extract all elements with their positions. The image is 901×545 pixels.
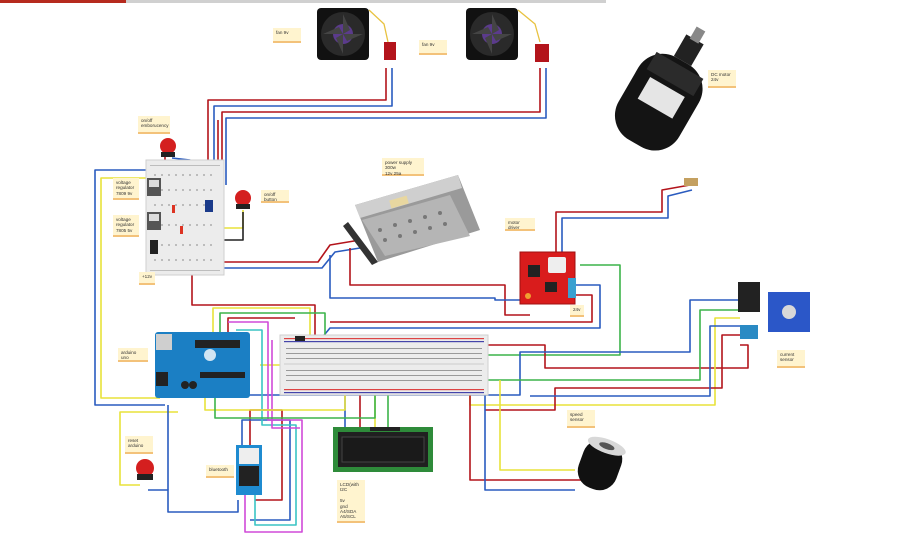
power-supply <box>343 175 480 265</box>
top-bar-gray <box>126 0 606 3</box>
lcd-display <box>333 427 433 472</box>
wire-fan-right-blue <box>225 68 547 185</box>
label-on-off-emergency: on/off emborucency <box>138 116 170 134</box>
breadboard-main <box>279 334 489 396</box>
arduino-uno <box>155 332 250 398</box>
wire-cs-red-2 <box>485 334 742 411</box>
motor-driver <box>519 251 576 305</box>
label-reset-arduino: reset arduino <box>125 436 153 454</box>
fan-left <box>317 8 396 60</box>
wire-motor-red <box>555 184 691 255</box>
label-current-sensor: current sensor <box>777 350 805 368</box>
wire-ps-red-down <box>191 262 316 335</box>
wire-cs-green <box>380 309 740 381</box>
wire-bb-red-ps <box>150 239 361 263</box>
on-off-switch <box>235 190 251 209</box>
wire-ps-driver-blue <box>329 255 528 301</box>
wire-fan-left-blue <box>213 68 393 210</box>
wire-arduino-green-top <box>219 312 326 340</box>
label-power-supply: power supply 300w 12v 25a <box>382 158 424 176</box>
wire-speed-blue <box>484 360 575 491</box>
wire-driver-blue-out <box>319 284 601 341</box>
wire-bt-cyan <box>236 329 297 526</box>
wire-fan-left-red <box>207 68 387 195</box>
label-driver-24v: 24v <box>570 305 584 317</box>
dc-motor <box>614 26 706 186</box>
wire-speed-yellow <box>499 380 575 471</box>
label-arduino: arduino uno <box>118 348 148 362</box>
wire-motor-blue <box>561 189 693 258</box>
label-motor-driver: motor driver <box>505 218 535 231</box>
label-bluetooth: bluetooth <box>206 465 234 478</box>
wire-cs-blue-2 <box>530 325 745 397</box>
current-sensor <box>738 282 810 339</box>
wire-fan-right-red <box>221 68 541 178</box>
label-fan-right: fan 9v <box>419 40 447 55</box>
speed-sensor <box>577 436 626 491</box>
fan-right <box>466 8 549 62</box>
wire-arduino-yellow-top <box>212 307 311 338</box>
label-on-off-button: on/off button <box>261 190 289 203</box>
label-12v: +12v <box>139 272 155 285</box>
emergency-switch <box>160 138 176 157</box>
wire-bb-blue-ps <box>150 247 361 269</box>
wire-ps-driver-red <box>349 248 530 316</box>
label-dc-motor: DC motor 24v <box>708 70 736 88</box>
wire-ard-bottom-green <box>214 395 376 419</box>
label-speed-sensor: speed sensor <box>567 410 595 428</box>
bluetooth-module <box>236 445 262 495</box>
wire-reset-blue <box>148 489 239 513</box>
label-voltage-reg-2: voltage regulator 7805 5v <box>113 215 139 237</box>
wire-bt-magenta <box>228 321 303 533</box>
wire-onoff-black <box>222 212 244 241</box>
label-lcd: LCD(with I2C 5v gnd A4/SDA A5/SCL <box>337 480 365 523</box>
wire-cs-red-1 <box>480 344 749 369</box>
wire-left-loop-blue <box>94 169 165 406</box>
reset-switch <box>136 459 154 480</box>
wire-reset-yellow <box>119 411 178 486</box>
top-bar-red <box>0 0 126 3</box>
wire-bt-magenta-2 <box>271 340 300 429</box>
wire-driver-red-out <box>330 294 593 323</box>
label-voltage-reg-1: voltage regulator 7809 9v <box>113 178 139 200</box>
wire-arduino-red-top <box>227 317 295 332</box>
wire-onoff-yellow <box>222 210 244 229</box>
label-fan-left: fan 9v <box>273 28 301 43</box>
breadboard-small <box>145 159 225 276</box>
